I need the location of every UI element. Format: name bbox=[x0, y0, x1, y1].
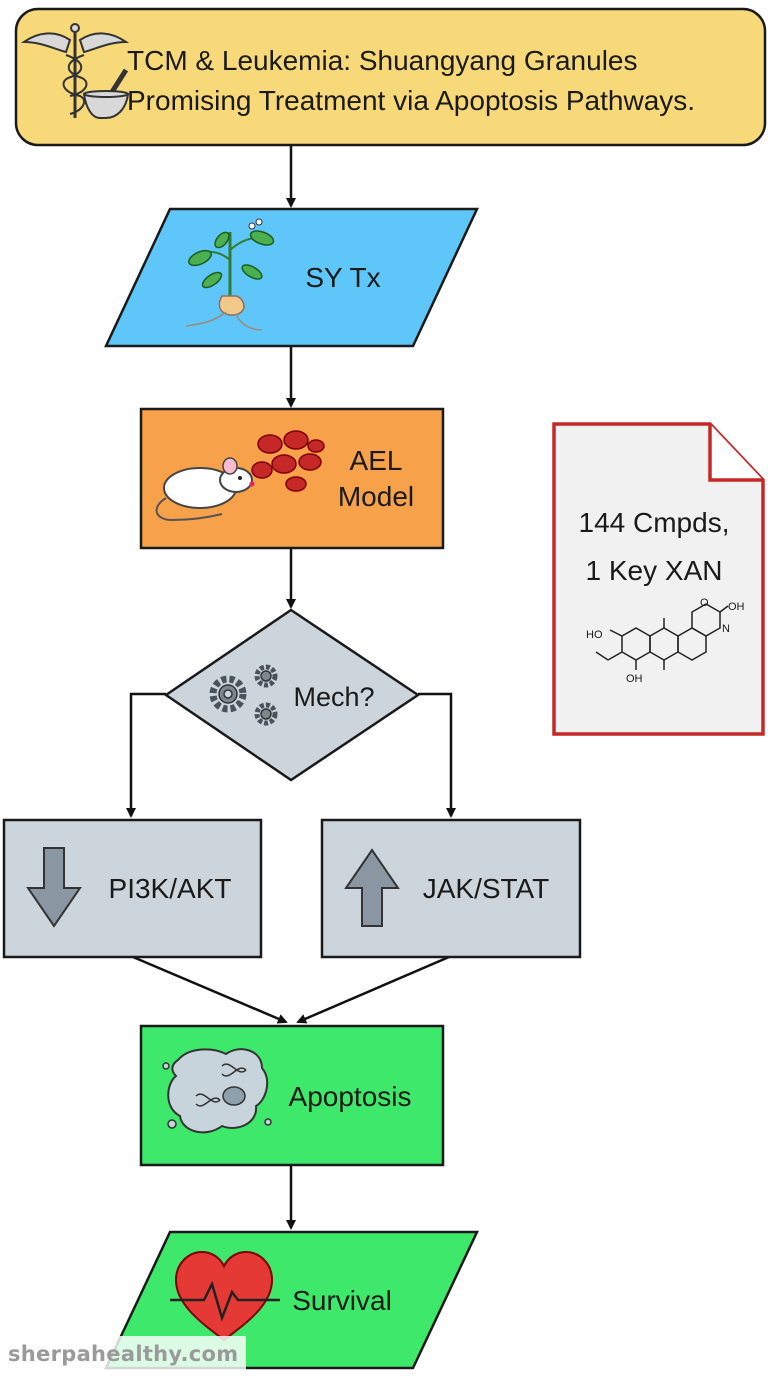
title-line-1: TCM & Leukemia: Shuangyang Granules bbox=[127, 45, 638, 76]
treatment-label: SY Tx bbox=[305, 262, 380, 293]
mechanism-label: Mech? bbox=[293, 682, 374, 712]
survival-node: Survival bbox=[104, 1230, 479, 1370]
apoptosis-node: Apoptosis bbox=[139, 1024, 445, 1167]
heart-pulse-icon bbox=[170, 1250, 280, 1342]
arrow-pi3k-to-apoptosis bbox=[132, 955, 288, 1024]
apoptosis-label: Apoptosis bbox=[289, 1081, 412, 1112]
title-box: TCM & Leukemia: Shuangyang Granules Prom… bbox=[14, 7, 767, 147]
mechanism-node: Mech? bbox=[163, 608, 421, 782]
model-label-line-2: Model bbox=[338, 481, 414, 512]
model-label-line-1: AEL bbox=[350, 445, 403, 476]
connectors bbox=[126, 145, 456, 1230]
treatment-node: SY Tx bbox=[104, 207, 479, 348]
up-arrow-icon bbox=[344, 848, 400, 927]
herb-plant-icon bbox=[185, 218, 275, 331]
chem-label-o: O bbox=[700, 597, 709, 609]
model-node: AEL Model bbox=[139, 407, 445, 550]
jak-stat-label: JAK/STAT bbox=[423, 873, 550, 904]
jak-stat-node: JAK/STAT bbox=[320, 818, 582, 959]
pi3k-akt-label: PI3K/AKT bbox=[109, 873, 232, 904]
gears-icon bbox=[209, 664, 278, 726]
cell-dna-icon bbox=[162, 1048, 272, 1134]
down-arrow-icon bbox=[26, 847, 82, 928]
chem-label-n: N bbox=[722, 623, 730, 635]
chemical-structure-labels: HO OH OH O N bbox=[586, 597, 745, 685]
note-line-1: 144 Cmpds, bbox=[579, 507, 730, 538]
mouse-icon bbox=[155, 457, 255, 522]
compounds-note: 144 Cmpds, 1 Key XAN HO OH OH O N bbox=[552, 422, 765, 736]
survival-label: Survival bbox=[292, 1285, 392, 1316]
chemical-structure-icon bbox=[595, 603, 729, 670]
pi3k-akt-node: PI3K/AKT bbox=[2, 818, 263, 959]
note-line-2: 1 Key XAN bbox=[586, 555, 723, 586]
chem-label-oh-top: OH bbox=[728, 601, 745, 613]
blood-cells-icon bbox=[251, 430, 325, 492]
title-line-2: Promising Treatment via Apoptosis Pathwa… bbox=[127, 85, 695, 116]
caduceus-mortar-icon bbox=[20, 23, 130, 119]
watermark: sherpahealthy.com bbox=[0, 1336, 247, 1372]
arrow-mechanism-to-pi3k bbox=[126, 692, 166, 818]
chem-label-ho: HO bbox=[586, 629, 603, 641]
arrow-mechanism-to-jak bbox=[418, 692, 456, 818]
chem-label-oh-bottom: OH bbox=[626, 673, 643, 685]
arrow-jak-to-apoptosis bbox=[296, 955, 450, 1024]
